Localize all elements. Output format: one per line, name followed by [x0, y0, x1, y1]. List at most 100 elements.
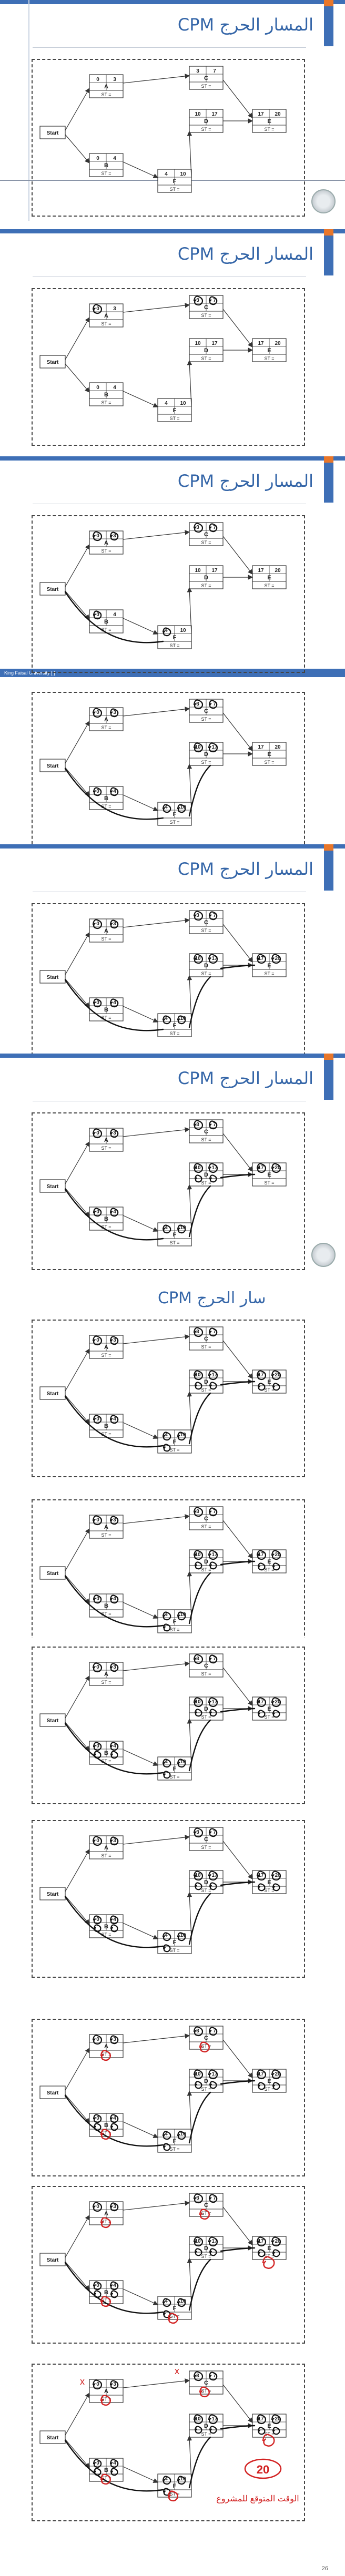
network-frame [32, 288, 305, 446]
node-label: A [104, 1137, 108, 1143]
node-label: B [104, 1007, 108, 1013]
node-ef: 3 [113, 2381, 116, 2387]
node-es: 4 [165, 804, 168, 810]
node-es: 3 [196, 525, 199, 530]
handwritten-mark [272, 1383, 280, 1391]
node-ef: 7 [213, 913, 216, 918]
start-node: Start [39, 1887, 66, 1900]
node-slack: ST = [101, 2131, 111, 2136]
node-es: 10 [195, 1873, 201, 1878]
handwritten-mark [193, 1870, 204, 1881]
network-frame [32, 2186, 305, 2344]
handwritten-mark [93, 2114, 102, 2123]
node-slack: ST = [101, 2219, 111, 2224]
node-ef: 17 [211, 1699, 218, 1705]
node-es: 10 [195, 744, 201, 750]
node-ef: 7 [213, 2373, 216, 2379]
node-label: B [104, 162, 108, 169]
header-corner [324, 0, 333, 46]
node-es: 0 [96, 77, 99, 83]
start-label: Start [47, 360, 59, 365]
node-slack: ST = [101, 2298, 111, 2303]
node-slack: ST = [264, 1387, 274, 1393]
handwritten-mark [109, 2035, 119, 2045]
node-ef: 17 [211, 2416, 218, 2422]
handwritten-mark [193, 2236, 204, 2247]
node-ef: 17 [211, 1873, 218, 1878]
node-label: D [204, 1172, 208, 1178]
node-slack: ST = [101, 1759, 111, 1764]
handwritten-mark [193, 523, 204, 533]
node-slack: ST = [169, 1447, 179, 1453]
node-slack: ST = [101, 92, 111, 97]
node-label: A [104, 2211, 108, 2217]
node-slack: ST = [201, 84, 211, 89]
node-slack: ST = [169, 2146, 179, 2152]
node-slack: ST = [101, 1353, 111, 1358]
handwritten-mark [193, 295, 204, 306]
node-ef: 17 [211, 111, 218, 117]
header-band [0, 0, 345, 4]
handwritten-mark [109, 1836, 119, 1846]
handwritten-mark [162, 1759, 171, 1768]
node-es: 17 [258, 2416, 264, 2422]
handwritten-mark [256, 2414, 267, 2425]
node-ef: 17 [211, 568, 218, 574]
handwritten-mark [109, 1915, 119, 1925]
node-slack: ST = [101, 2476, 111, 2481]
handwritten-mark [162, 627, 171, 637]
node-es: 3 [196, 701, 199, 707]
start-node: Start [39, 1566, 66, 1580]
node-es: 3 [196, 1329, 199, 1335]
node-slack: ST = [169, 643, 179, 648]
header-corner [324, 1054, 333, 1100]
handwritten-mark [208, 296, 218, 305]
start-node: Start [39, 1386, 66, 1400]
handwritten-mark [194, 1709, 202, 1717]
critical-path-stroke [220, 1173, 256, 1179]
start-label: Start [47, 975, 59, 980]
node-slack: ST = [201, 583, 211, 588]
node-slack: ST = [101, 1932, 111, 1937]
handwritten-mark [162, 2298, 171, 2307]
node-label: A [104, 1524, 108, 1530]
node-label: E [267, 118, 271, 125]
node-slack: ST = [201, 1524, 211, 1529]
handwritten-mark [257, 2082, 266, 2090]
node-es: 4 [165, 1759, 168, 1765]
node-es: 17 [258, 1699, 264, 1705]
handwritten-mark [93, 1594, 102, 1604]
node-label: C [204, 1336, 208, 1342]
handwritten-mark [193, 1827, 204, 1838]
handwritten-mark [177, 1611, 186, 1621]
node-slack: ST = [101, 2397, 111, 2402]
node-ef: 3 [113, 2037, 116, 2042]
slide-title: المسار الحرج CPM [177, 1068, 313, 1088]
critical-path-stroke [64, 1575, 164, 1628]
node-ef: 4 [113, 1000, 116, 1006]
node-slack: ST = [101, 1611, 111, 1617]
handwritten-mark [92, 2202, 103, 2212]
node-label: C [204, 1663, 208, 1669]
node-ef: 20 [275, 2238, 281, 2244]
start-node: Start [39, 2253, 66, 2266]
node-label: D [204, 751, 208, 758]
node-label: D [204, 2078, 208, 2084]
node-label: F [173, 1023, 177, 1029]
handwritten-mark [162, 1224, 171, 1234]
node-label: A [104, 1344, 108, 1351]
handwritten-mark [262, 2256, 275, 2269]
node-slack: ST = [201, 356, 211, 361]
node-label: B [104, 1924, 108, 1930]
